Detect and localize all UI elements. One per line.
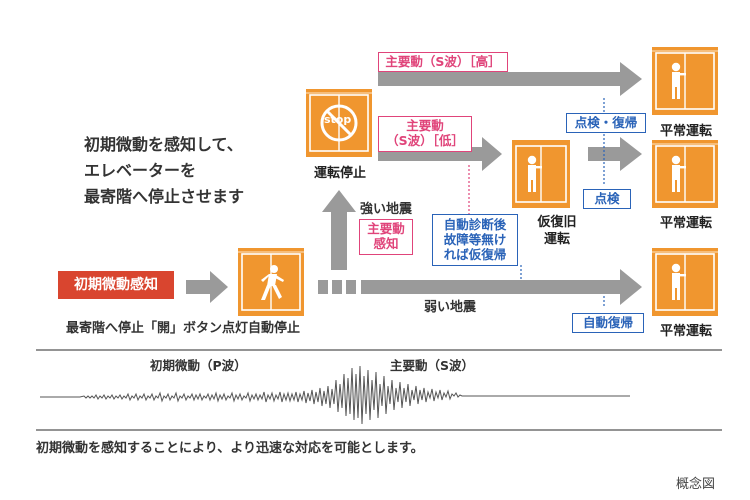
strong-main-tag-line2: 感知	[373, 236, 399, 251]
intro-line-3: 最寄階へ停止させます	[84, 187, 245, 206]
elevator-normal-top-icon	[651, 46, 719, 116]
arrow-start-to-car	[186, 271, 228, 303]
outcome-mid-tag: 点検	[583, 189, 631, 209]
elevator-normal-bottom-icon	[651, 247, 719, 317]
outcome-mid-label: 平常運転	[659, 216, 712, 231]
strong-main-tag: 主要動 感知	[359, 219, 413, 255]
p-wave-label: 初期微動（P波）	[150, 358, 247, 373]
outcome-bottom-tag: 自動復帰	[572, 313, 644, 333]
weak-quake-label: 弱い地震	[424, 300, 477, 315]
arrow-dashed-to-weak	[318, 269, 642, 305]
outcome-top-label: 平常運転	[659, 124, 712, 139]
seismic-waveform	[40, 365, 630, 425]
footer-caption: 初期微動を感知することにより、より迅速な対応を可能とします。	[36, 441, 424, 456]
diagnosis-line3: れば仮復帰	[443, 247, 507, 262]
temp-car-label-2: 運転	[543, 232, 570, 247]
intro-line-1: 初期微動を感知して、	[84, 135, 243, 154]
diagnosis-line2: 故障等無け	[443, 232, 507, 247]
diagnosis-box: 自動診断後 故障等無け れば仮復帰	[432, 214, 518, 266]
temp-car-label-1: 仮復旧	[537, 215, 577, 230]
arrow-to-temp-car	[378, 137, 502, 171]
diagnosis-line1: 自動診断後	[443, 217, 507, 232]
outcome-bottom-label: 平常運転	[659, 324, 712, 339]
outcome-top-tag: 点検・復帰	[566, 113, 646, 133]
elevator-normal-mid-icon	[651, 139, 719, 209]
main-low-tag-line2: （S波）［低］	[386, 133, 464, 148]
elevator-running-person-icon	[237, 247, 305, 317]
stop-car-label: 運転停止	[313, 166, 366, 181]
main-low-tag: 主要動 （S波）［低］	[378, 116, 472, 152]
start-label-box: 初期微動感知	[58, 271, 174, 299]
main-high-tag: 主要動（S波）［高］	[378, 52, 508, 72]
arrow-to-top-normal	[378, 62, 642, 96]
dotted-connectors	[468, 98, 605, 308]
start-sub-caption: 最寄階へ停止「開」ボタン点灯自動停止	[66, 321, 301, 336]
arrow-up-strong	[322, 190, 356, 270]
main-low-tag-line1: 主要動	[406, 118, 444, 133]
concept-label: 概念図	[676, 477, 716, 492]
strong-quake-label: 強い地震	[360, 202, 413, 217]
intro-line-2: エレベーターを	[84, 161, 197, 180]
stop-sign-text: stop	[324, 113, 352, 126]
s-wave-label: 主要動（S波）	[390, 358, 475, 373]
arrow-temp-to-mid-normal	[588, 137, 642, 171]
elevator-stop-icon	[305, 88, 373, 158]
strong-main-tag-line1: 主要動	[367, 221, 405, 236]
elevator-temp-icon	[512, 140, 570, 208]
